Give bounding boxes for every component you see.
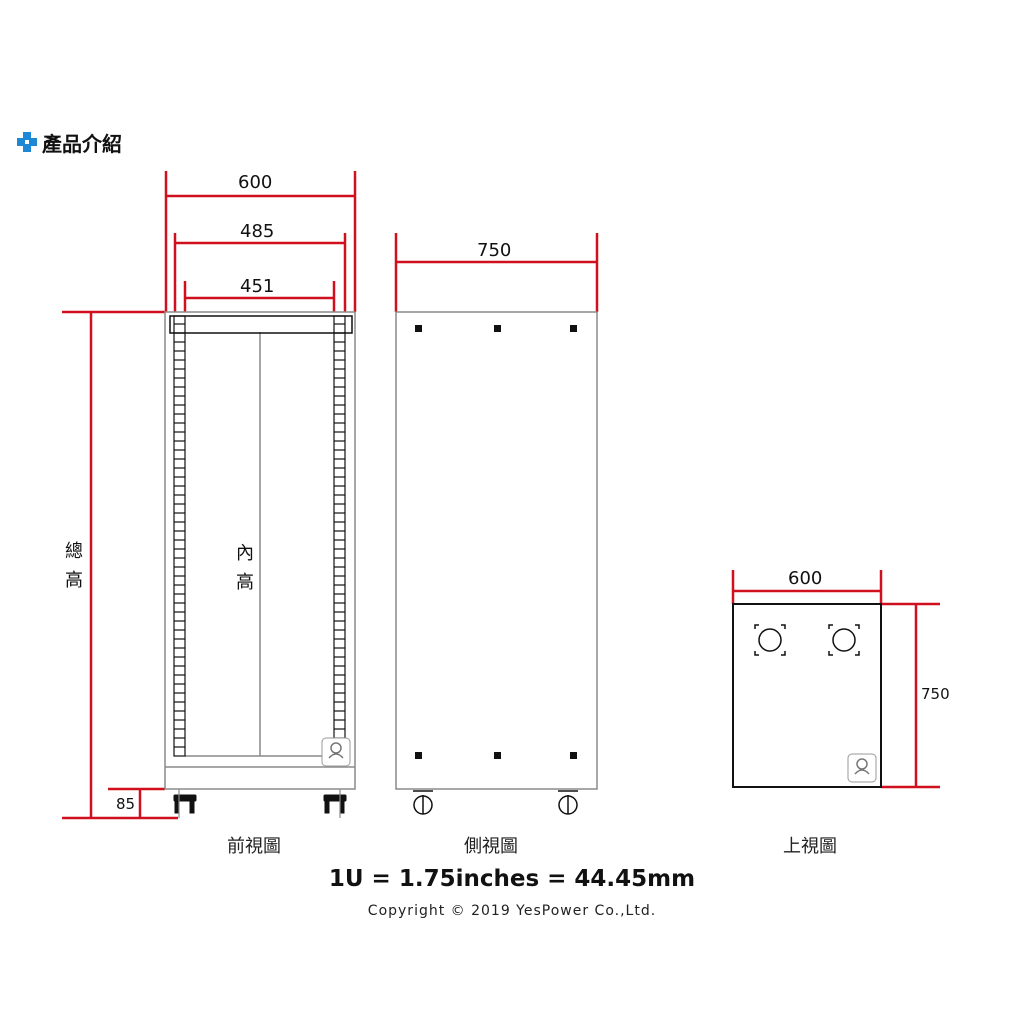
side-mount-holes — [415, 325, 577, 759]
side-hole-top-2 — [494, 325, 501, 332]
side-depth-dimension — [394, 233, 599, 312]
left-caster-top — [173, 794, 197, 802]
top-view-drawing — [731, 570, 940, 789]
inner-height-char-2: 高 — [236, 572, 254, 593]
right-rack-rail — [333, 315, 346, 757]
section-title: 產品介紹 — [42, 131, 122, 156]
front-view-drawing — [62, 171, 357, 820]
front-width-dimensions — [62, 171, 357, 820]
right-caster-leg-a — [324, 800, 330, 814]
total-height-char-2: 高 — [65, 570, 83, 591]
front-frame — [164, 311, 356, 790]
side-hole-top-1 — [415, 325, 422, 332]
dim-label-750-side: 750 — [477, 240, 512, 261]
yespower-logo-icon — [847, 753, 877, 783]
top-rail — [169, 315, 353, 334]
top-fan-holes — [754, 624, 860, 656]
cross-marker-icon — [17, 132, 37, 152]
yespower-logo-icon — [321, 737, 351, 767]
section-heading: 產品介紹 — [16, 128, 122, 156]
dim-label-600-top: 600 — [788, 568, 823, 589]
right-caster-top — [323, 794, 347, 802]
total-height-char-1: 總 — [65, 541, 83, 562]
front-top-rail — [169, 315, 353, 334]
side-hole-bottom-1 — [415, 752, 422, 759]
left-rack-rail — [173, 315, 186, 757]
side-view-drawing — [394, 233, 599, 815]
dim-label-485: 485 — [240, 221, 275, 242]
side-hole-top-3 — [570, 325, 577, 332]
top-panel — [732, 603, 882, 788]
unit-formula: 1U = 1.75inches = 44.45mm — [328, 866, 696, 892]
fan-hole-left — [754, 624, 786, 656]
inner-height-label: 內 高 — [233, 539, 257, 597]
inner-height-char-1: 內 — [236, 543, 254, 564]
dim-label-85: 85 — [116, 795, 136, 813]
copyright-text: Copyright © 2019 YesPower Co.,Ltd. — [367, 903, 657, 919]
front-view-caption: 前視圖 — [227, 836, 281, 857]
total-height-label: 總 高 — [62, 537, 86, 595]
side-casters — [413, 790, 578, 815]
side-panel — [395, 311, 598, 790]
top-dimensions — [731, 570, 940, 789]
top-view-caption: 上視圖 — [783, 836, 837, 857]
side-hole-bottom-2 — [494, 752, 501, 759]
side-view-caption: 側視圖 — [464, 836, 518, 857]
left-caster-leg-b — [189, 800, 195, 814]
dim-label-600: 600 — [238, 172, 273, 193]
dim-label-750-top: 750 — [921, 685, 950, 703]
front-casters — [173, 794, 347, 814]
rack-rails — [173, 315, 346, 757]
front-leveling-feet — [178, 789, 341, 818]
fan-hole-right — [828, 624, 860, 656]
front-cabinet-outline — [164, 311, 356, 790]
dim-label-451: 451 — [240, 276, 275, 297]
side-hole-bottom-3 — [570, 752, 577, 759]
